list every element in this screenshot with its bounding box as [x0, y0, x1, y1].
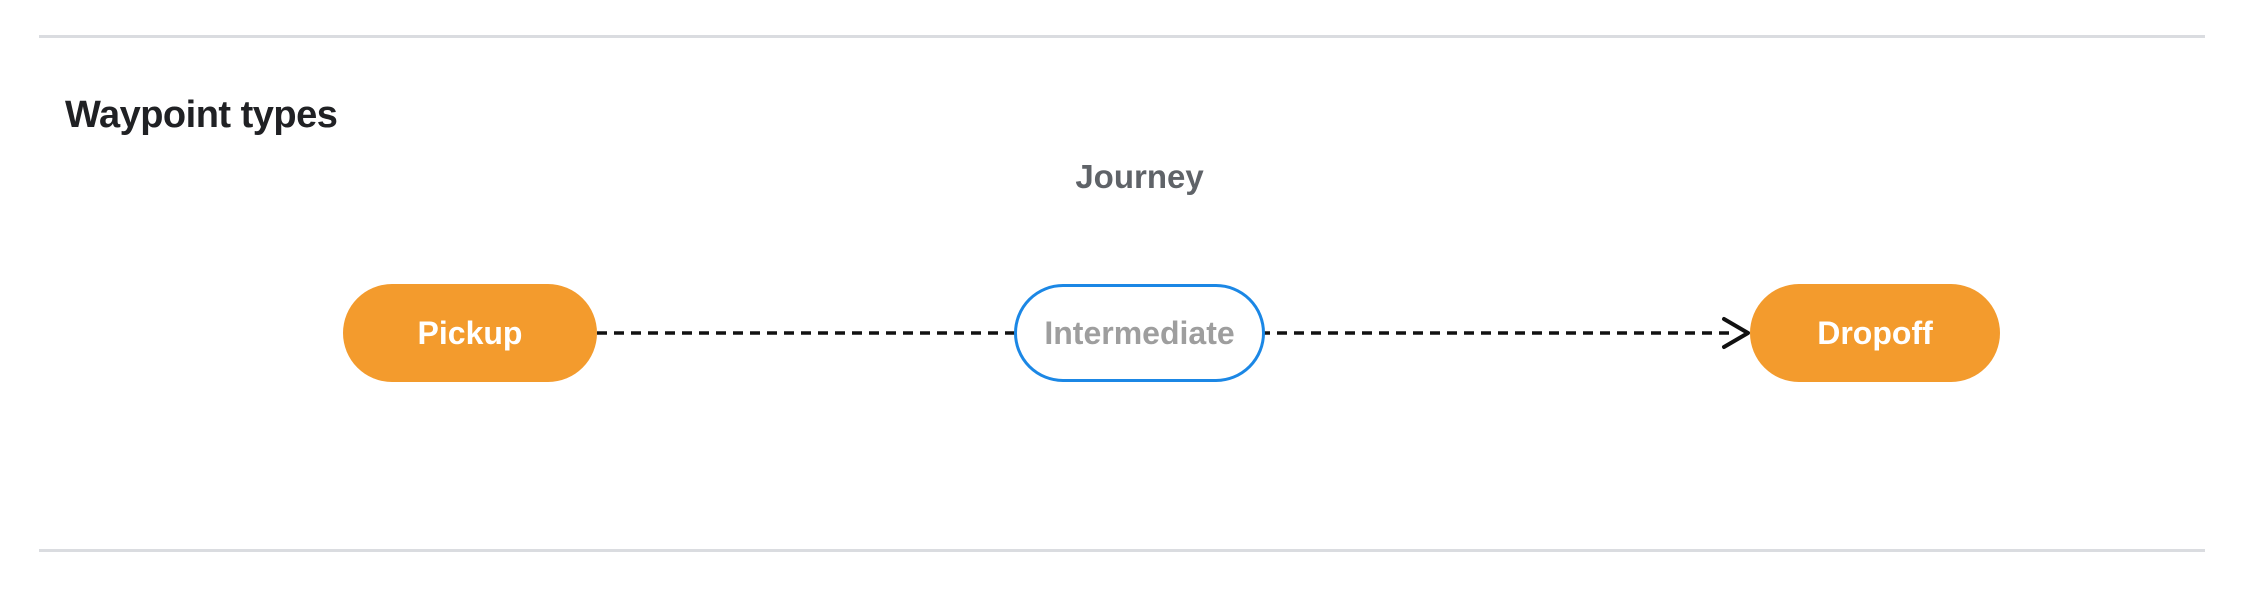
node-pickup-label: Pickup — [417, 314, 523, 351]
node-pickup: Pickup — [343, 284, 597, 382]
node-intermediate: Intermediate — [1014, 284, 1265, 382]
section-title: Waypoint types — [65, 93, 338, 136]
journey-label: Journey — [1075, 158, 1204, 195]
top-divider — [39, 35, 2205, 38]
node-dropoff: Dropoff — [1750, 284, 2000, 382]
node-intermediate-label: Intermediate — [1044, 314, 1235, 351]
bottom-divider — [39, 549, 2205, 552]
node-dropoff-label: Dropoff — [1817, 314, 1933, 351]
